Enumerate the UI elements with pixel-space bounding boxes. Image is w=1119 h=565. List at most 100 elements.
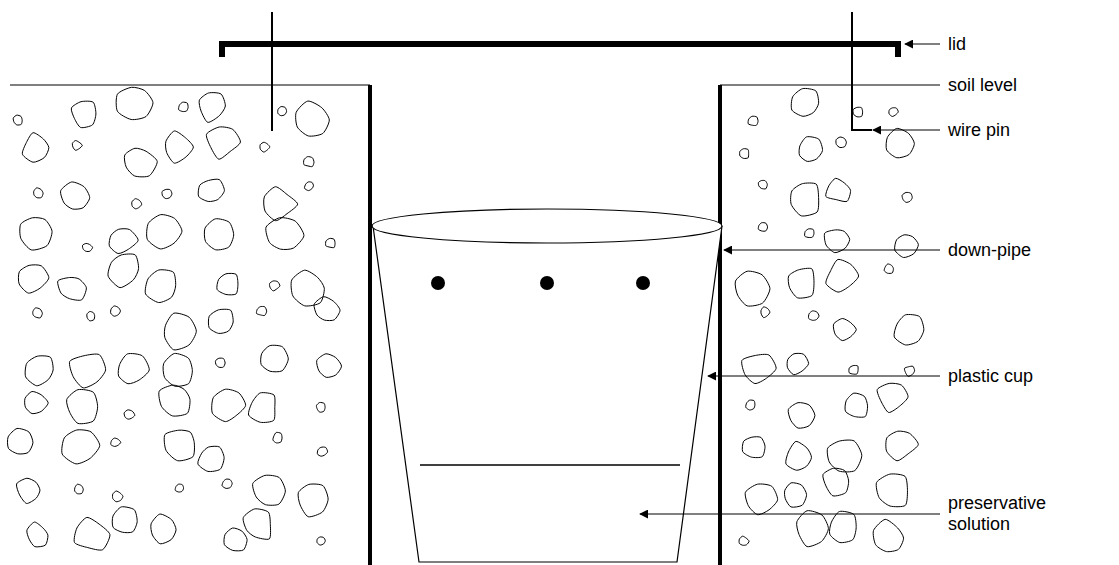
soil-pebble <box>204 219 233 250</box>
soil-pebble <box>808 311 819 320</box>
down-pipe-wall <box>368 85 372 565</box>
soil-pebble <box>326 238 336 247</box>
soil-pebble <box>746 400 755 410</box>
soil-level-line <box>720 85 940 86</box>
soil-pebble <box>109 229 138 254</box>
soil-pebble <box>206 127 240 159</box>
soil-pebble <box>833 318 856 340</box>
soil-pebble <box>74 517 110 550</box>
soil-pebble <box>82 243 92 251</box>
soil-pebble <box>266 218 304 250</box>
soil-pebble <box>788 268 814 298</box>
soil-pebble <box>877 383 908 412</box>
soil-pebble <box>118 354 149 384</box>
part-label: soil level <box>948 75 1078 96</box>
soil-pebble <box>75 484 84 494</box>
soil-pebble <box>198 179 224 201</box>
soil-pebble <box>791 88 818 116</box>
part-label: plastic cup <box>948 366 1078 387</box>
soil-pebble <box>222 479 232 488</box>
soil-pebble <box>784 483 806 507</box>
soil-pebble <box>243 509 270 540</box>
soil-pebble <box>87 311 95 320</box>
soil-pebble <box>112 507 137 533</box>
soil-pebble <box>849 365 858 374</box>
wire-pin <box>852 12 872 130</box>
soil-pebble <box>829 511 856 542</box>
soil-pebble <box>876 474 907 507</box>
soil-pebble <box>823 468 849 496</box>
soil-pebble <box>199 93 225 123</box>
soil-pebble <box>889 108 898 117</box>
soil-pebble <box>826 259 859 292</box>
soil-pebble <box>67 389 98 423</box>
soil-pebble <box>745 484 777 515</box>
leader-arrow <box>724 250 940 251</box>
soil-pebble <box>208 309 233 333</box>
soil-pebble <box>824 230 849 253</box>
soil-pebble <box>215 358 225 367</box>
soil-pebble <box>164 430 194 461</box>
soil-pebble <box>162 189 172 198</box>
soil-pebble <box>132 199 142 209</box>
soil-pebble <box>256 306 266 315</box>
soil-pebble <box>264 187 298 221</box>
soil-level-line <box>10 85 370 86</box>
soil-pebble <box>7 428 32 454</box>
soil-pebble <box>163 353 192 386</box>
soil-pebble <box>175 484 183 492</box>
soil-pebble <box>788 403 815 429</box>
soil-pebble <box>166 131 194 163</box>
wire-pin <box>271 12 273 131</box>
soil-pebble <box>260 142 270 152</box>
soil-pebble <box>895 235 919 258</box>
soil-pebble <box>826 178 851 201</box>
soil-pebble <box>164 313 196 350</box>
soil-pebble <box>853 107 863 117</box>
soil-pebble <box>316 402 325 412</box>
soil-pebble <box>159 385 190 416</box>
soil-pebble <box>836 137 846 148</box>
soil-pebble <box>124 410 135 419</box>
soil-pebble <box>273 432 282 443</box>
soil-pebble <box>248 393 275 423</box>
soil-pebble <box>298 484 328 517</box>
soil-pebble <box>304 182 313 191</box>
soil-pebble <box>33 308 43 318</box>
soil-pebble <box>787 353 809 374</box>
soil-pebble <box>111 438 121 446</box>
plastic-cup <box>372 209 722 565</box>
soil-pebble <box>894 314 924 345</box>
soil-pebble <box>217 273 238 294</box>
soil-pebble <box>269 281 279 291</box>
leader-arrow <box>873 130 940 131</box>
soil-pebble <box>786 441 812 470</box>
soil-pebble <box>902 192 912 202</box>
soil-pebble <box>317 447 327 456</box>
part-label: wire pin <box>948 120 1078 141</box>
soil-pebble <box>18 265 48 293</box>
leader-arrow <box>905 44 940 45</box>
soil-pebble <box>317 537 325 545</box>
solution-surface <box>420 464 680 466</box>
soil-pebble <box>278 107 287 116</box>
soil-pebble <box>740 149 749 159</box>
soil-pebble <box>108 254 139 288</box>
soil-pebble <box>124 148 157 177</box>
lid <box>222 44 898 57</box>
soil-pebble <box>22 133 49 163</box>
soil-pebble <box>16 478 40 503</box>
soil-pebble <box>735 271 770 306</box>
soil-pebble <box>791 183 819 216</box>
soil-pebble <box>151 514 176 544</box>
soil-pebble <box>111 306 121 316</box>
soil-pebble <box>873 519 903 551</box>
soil-pebble <box>179 102 189 111</box>
soil-pebble <box>20 218 52 250</box>
soil-pebble <box>904 366 914 376</box>
soil-pebble <box>761 307 770 318</box>
soil-pebble <box>27 522 48 547</box>
soil-pebble <box>253 475 286 505</box>
soil-pebble <box>845 393 868 417</box>
